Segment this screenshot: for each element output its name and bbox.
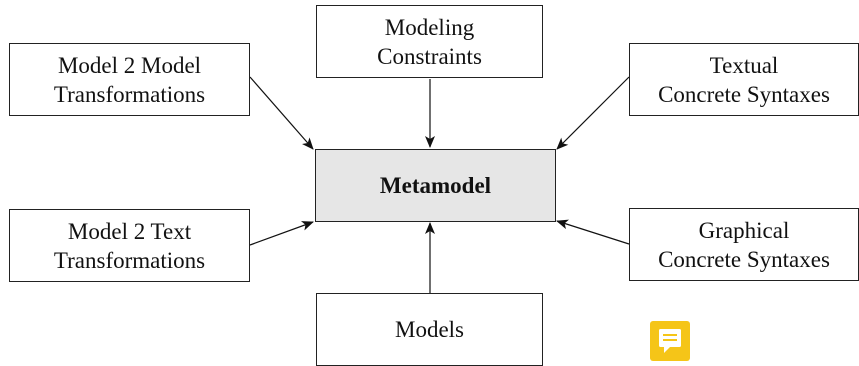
node-metamodel: Metamodel [315,149,556,222]
arrow-m2t [249,221,314,246]
arrow-textual [556,76,630,150]
comment-note-icon[interactable] [650,321,690,361]
node-label-line: Concrete Syntaxes [658,246,830,272]
comment-note-glyph [659,329,681,353]
node-label-line: Constraints [377,43,482,69]
arrow-graphical [556,219,630,245]
node-modeling-constraints: Modeling Constraints [316,5,543,78]
node-label-line: Modeling [384,14,475,40]
node-graphical-concrete-syntaxes: Graphical Concrete Syntaxes [629,208,859,281]
node-models: Models [316,293,543,366]
node-label-line: Transformations [53,247,206,273]
metamodel-label: Metamodel [379,173,492,198]
node-textual-concrete-syntaxes: Textual Concrete Syntaxes [629,43,859,116]
node-label-line: Graphical [698,217,790,243]
node-label-line: Model 2 Text [67,218,192,244]
node-label-line: Transformations [53,81,206,107]
node-label-line: Concrete Syntaxes [658,81,830,107]
node-label-line: Textual [709,52,779,78]
node-label-line: Model 2 Model [57,52,202,78]
arrow-m2m [249,76,314,150]
node-label-line: Models [395,317,464,342]
node-m2m-transformations: Model 2 Model Transformations [9,43,250,116]
node-m2t-transformations: Model 2 Text Transformations [9,209,250,282]
